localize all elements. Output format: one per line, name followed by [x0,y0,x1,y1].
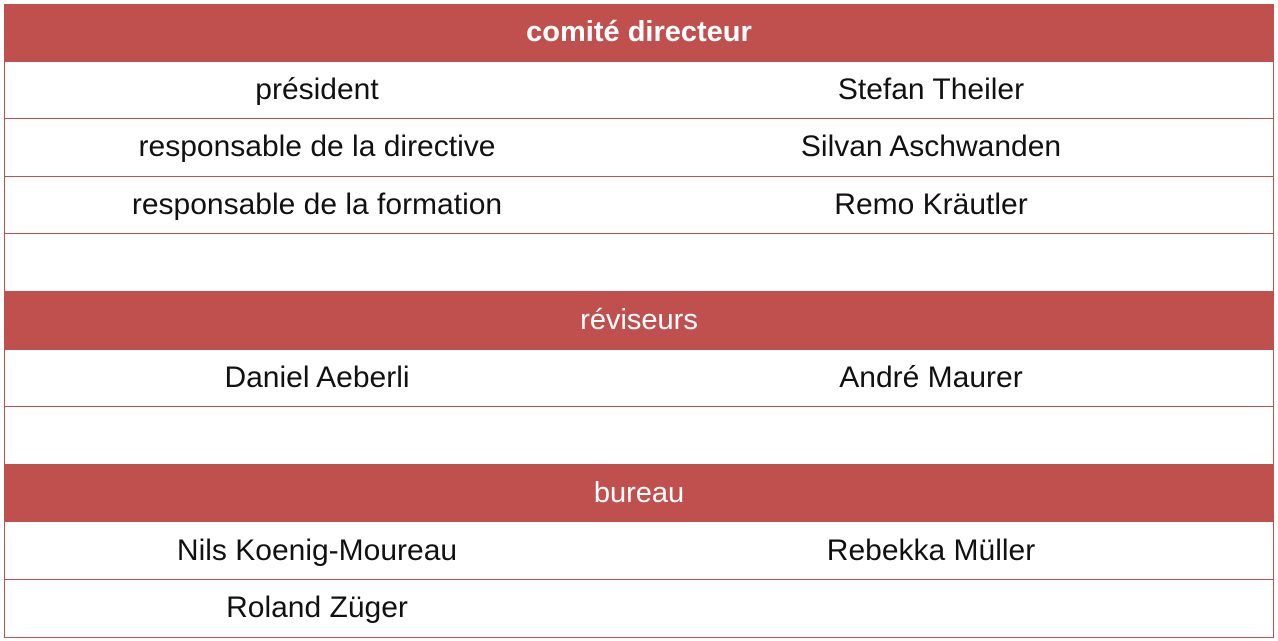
table-row: responsable de la formation Remo Kräutle… [5,177,1273,235]
section-header-bureau: bureau [5,464,1273,523]
name-cell: Stefan Theiler [837,72,1025,106]
spacer-row [5,234,1273,292]
section-title: réviseurs [580,303,698,336]
section-title: bureau [593,476,685,509]
table-row: Daniel Aeberli André Maurer [5,350,1273,408]
section-header-reviseurs: réviseurs [5,291,1273,350]
name-cell: Roland Züger [226,591,408,625]
name-cell: André Maurer [839,360,1023,394]
table-row: Nils Koenig-Moureau Rebekka Müller [5,522,1273,580]
table-row: président Stefan Theiler [5,62,1273,120]
spacer-row [5,407,1273,465]
table-row: responsable de la directive Silvan Aschw… [5,119,1273,177]
section-title: comité directeur [526,15,752,48]
table-row: Roland Züger [5,580,1273,638]
members-table: comité directeur président Stefan Theile… [4,4,1274,638]
name-cell: Remo Kräutler [834,188,1028,222]
name-cell: Rebekka Müller [826,533,1036,567]
name-cell: Daniel Aeberli [224,360,410,394]
role-cell: président [255,72,379,106]
name-cell: Nils Koenig-Moureau [176,533,458,567]
section-header-comite-directeur: comité directeur [5,4,1273,62]
role-cell: responsable de la directive [138,130,496,164]
name-cell: Silvan Aschwanden [800,130,1062,164]
role-cell: responsable de la formation [131,188,503,222]
